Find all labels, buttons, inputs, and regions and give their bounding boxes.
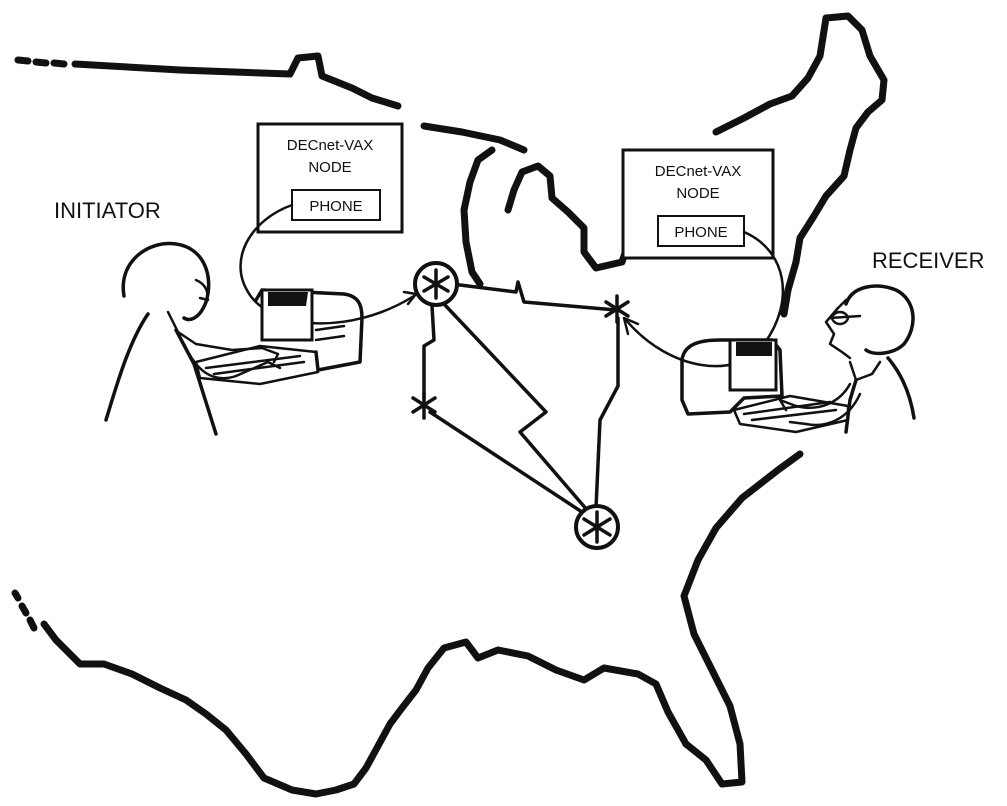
receiver-face	[824, 298, 852, 360]
receiver-label: RECEIVER	[872, 248, 984, 273]
star-small-icon	[411, 390, 437, 420]
router-south-asterisk-icon	[582, 510, 612, 544]
initiator-node-subtitle: NODE	[308, 159, 351, 176]
initiator-label: INITIATOR	[54, 198, 161, 223]
link-west-to-small	[422, 304, 436, 400]
us-map-outline	[11, 12, 888, 798]
initiator-hair	[121, 241, 211, 322]
receiver-body	[844, 356, 916, 434]
receiver-terminal-body	[680, 338, 784, 416]
south-border-dashes	[11, 589, 38, 632]
atlantic-coast	[680, 450, 804, 788]
michigan-peninsula	[504, 162, 632, 272]
initiator-phone-box	[291, 189, 381, 221]
receiver-head	[844, 284, 915, 356]
node-east-star	[604, 294, 630, 324]
link-west-to-south	[442, 302, 596, 520]
initiator-person-illustration	[104, 241, 282, 436]
receiver-terminal-screen-shade	[736, 342, 772, 356]
star-east-icon	[604, 294, 630, 324]
initiator-call-arrow	[239, 203, 416, 325]
initiator-face	[194, 278, 210, 304]
router-node-south	[574, 504, 620, 550]
link-east-to-south	[594, 316, 620, 510]
receiver-node-title: DECnet-VAX	[655, 163, 741, 180]
router-west-asterisk-icon	[422, 268, 450, 300]
initiator-node-box: DECnet-VAX NODE PHONE	[256, 122, 404, 234]
receiver-hand	[778, 398, 808, 426]
receiver-phone-label: PHONE	[674, 224, 727, 241]
gulf-coast	[40, 620, 690, 798]
lake-michigan-shore	[460, 146, 496, 288]
initiator-keyboard	[194, 344, 320, 386]
receiver-collar	[848, 360, 882, 382]
initiator-terminal-illustration	[194, 288, 364, 386]
initiator-phone-label: PHONE	[309, 198, 362, 215]
receiver-arm	[794, 382, 862, 427]
initiator-body	[104, 312, 218, 436]
lake-superior-shore	[420, 122, 528, 154]
receiver-person-illustration	[778, 284, 916, 434]
receiver-glasses	[828, 310, 862, 326]
receiver-arrow-head-icon	[622, 316, 640, 336]
receiver-terminal-illustration	[680, 338, 850, 434]
initiator-terminal-base	[314, 324, 346, 342]
north-border-line	[71, 52, 402, 110]
receiver-node-box: DECnet-VAX NODE PHONE	[621, 148, 775, 260]
receiver-node-subtitle: NODE	[676, 185, 719, 202]
link-small-to-south	[428, 410, 584, 514]
router-node-west	[413, 261, 459, 307]
node-small-star	[411, 390, 437, 420]
initiator-terminal-screen-shade	[268, 292, 308, 306]
initiator-node-title: DECnet-VAX	[287, 137, 373, 154]
receiver-phone-box	[657, 215, 745, 247]
northeast-coast	[712, 12, 888, 318]
network-links	[422, 280, 620, 520]
link-west-to-east	[450, 280, 618, 312]
north-border-dashes	[14, 56, 68, 68]
initiator-terminal-body	[254, 288, 364, 372]
initiator-arrow-head-icon	[402, 290, 418, 306]
